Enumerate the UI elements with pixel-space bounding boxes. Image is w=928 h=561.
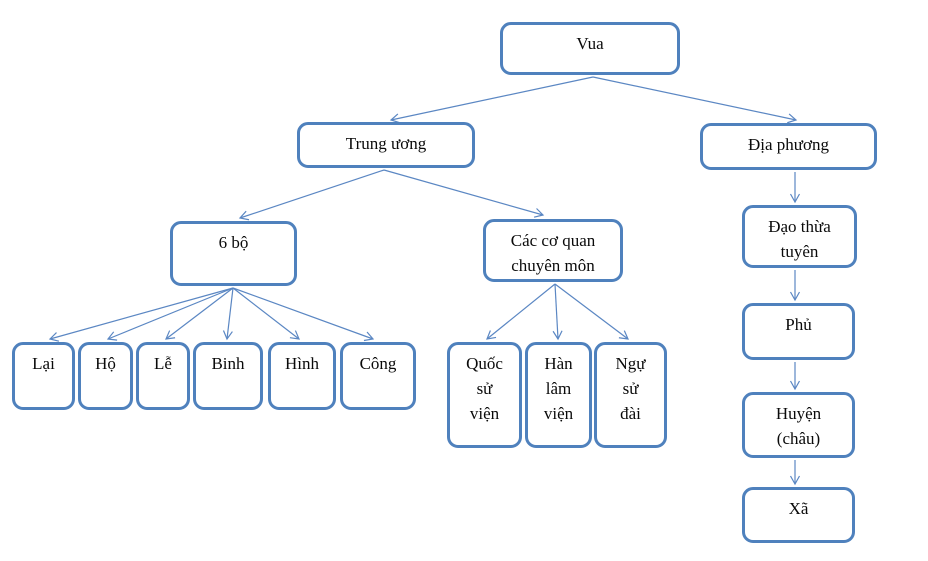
node-le-label: Lễ	[154, 354, 172, 373]
node-dao-thua-tuyen-label: Đạo thừa tuyên	[768, 217, 831, 261]
edge-sau_bo-to-hinh	[232, 287, 300, 340]
node-vua: Vua	[500, 22, 680, 75]
node-dia-phuong-label: Địa phương	[748, 135, 829, 154]
node-lai: Lại	[12, 342, 75, 410]
edge-co_quan_chuyen_mon-to-han_lam_vien	[552, 283, 563, 341]
node-xa-label: Xã	[788, 499, 809, 518]
node-huyen-chau-label: Huyện (châu)	[775, 404, 822, 448]
node-han-lam-vien-label: Hàn lâm viện	[543, 354, 574, 423]
node-binh-label: Binh	[211, 354, 245, 373]
node-quoc-su-vien: Quốc sử viện	[447, 342, 522, 448]
edge-sau_bo-to-cong	[232, 287, 375, 342]
edge-vua-to-dia_phuong	[592, 76, 798, 124]
edge-co_quan_chuyen_mon-to-quoc_su_vien	[486, 283, 556, 340]
node-trung-uong: Trung ương	[297, 122, 475, 168]
node-binh: Binh	[193, 342, 263, 410]
node-hinh-label: Hình	[285, 354, 319, 373]
node-dao-thua-tuyen: Đạo thừa tuyên	[742, 205, 857, 268]
node-ho: Hộ	[78, 342, 133, 410]
edge-trung_uong-to-co_quan_chuyen_mon	[383, 169, 545, 218]
node-quoc-su-vien-label: Quốc sử viện	[466, 354, 503, 423]
node-co-quan-chuyen-mon-label: Các cơ quan chuyên môn	[510, 231, 596, 275]
node-dia-phuong: Địa phương	[700, 123, 877, 170]
edge-sau_bo-to-binh	[222, 287, 234, 341]
node-xa: Xã	[742, 487, 855, 543]
edge-co_quan_chuyen_mon-to-ngu_su_dai	[554, 283, 629, 340]
node-phu: Phủ	[742, 303, 855, 360]
node-vua-label: Vua	[576, 34, 604, 53]
node-lai-label: Lại	[32, 354, 55, 373]
node-trung-uong-label: Trung ương	[345, 134, 427, 153]
node-6-bo-label: 6 bộ	[218, 233, 249, 252]
node-cong-label: Công	[359, 354, 397, 373]
node-huyen-chau: Huyện (châu)	[742, 392, 855, 458]
node-6-bo: 6 bộ	[170, 221, 297, 286]
node-ngu-su-dai: Ngự sử đài	[594, 342, 667, 448]
node-ho-label: Hộ	[95, 354, 116, 373]
node-phu-label: Phủ	[785, 315, 812, 334]
node-ngu-su-dai-label: Ngự sử đài	[615, 354, 646, 423]
node-han-lam-vien: Hàn lâm viện	[525, 342, 592, 448]
node-co-quan-chuyen-mon: Các cơ quan chuyên môn	[483, 219, 623, 282]
node-cong: Công	[340, 342, 416, 410]
edge-trung_uong-to-sau_bo	[238, 169, 385, 221]
node-le: Lễ	[136, 342, 190, 410]
edge-sau_bo-to-le	[165, 287, 234, 340]
edge-sau_bo-to-ho	[106, 287, 234, 341]
edge-vua-to-trung_uong	[389, 76, 594, 124]
edge-sau_bo-to-lai	[48, 287, 234, 342]
node-hinh: Hình	[268, 342, 336, 410]
